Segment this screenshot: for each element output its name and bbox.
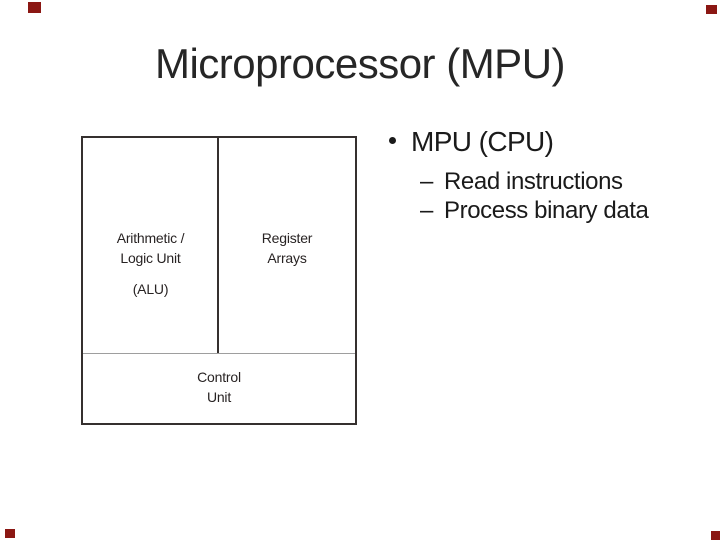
register-label-line2: Arrays <box>267 250 307 266</box>
bullet-process-binary-data-label: Process binary data <box>444 197 649 224</box>
corner-mark-bottom-right <box>711 531 720 540</box>
mpu-block-diagram: Arithmetic / Logic Unit (ALU) Register A… <box>81 136 357 425</box>
vertical-divider-line <box>217 138 219 353</box>
alu-label-line1: Arithmetic / <box>116 230 185 246</box>
bullet-mpu-cpu: MPU (CPU) <box>411 126 554 157</box>
corner-mark-top-left <box>28 2 41 13</box>
bullet-read-instructions-label: Read instructions <box>444 168 623 195</box>
bullet-process-binary-data: –Process binary data <box>420 197 649 225</box>
alu-abbreviation: (ALU) <box>132 281 169 297</box>
control-label-line1: Control <box>197 369 241 385</box>
horizontal-divider-line <box>83 353 355 354</box>
slide-title: Microprocessor (MPU) <box>154 40 566 87</box>
alu-cell-label: Arithmetic / Logic Unit <box>83 228 218 268</box>
control-label-line2: Unit <box>206 389 232 405</box>
register-label-line1: Register <box>261 230 313 246</box>
corner-mark-bottom-left <box>5 529 15 538</box>
corner-mark-top-right <box>706 5 717 14</box>
control-unit-cell-label: Control Unit <box>83 367 355 407</box>
alu-label-line2: Logic Unit <box>120 250 181 266</box>
bullet-read-instructions: –Read instructions <box>420 168 623 196</box>
bullet-dot-icon <box>389 137 396 144</box>
dash-bullet-icon: – <box>420 168 433 195</box>
register-arrays-cell-label: Register Arrays <box>219 228 355 268</box>
dash-bullet-icon: – <box>420 197 433 224</box>
